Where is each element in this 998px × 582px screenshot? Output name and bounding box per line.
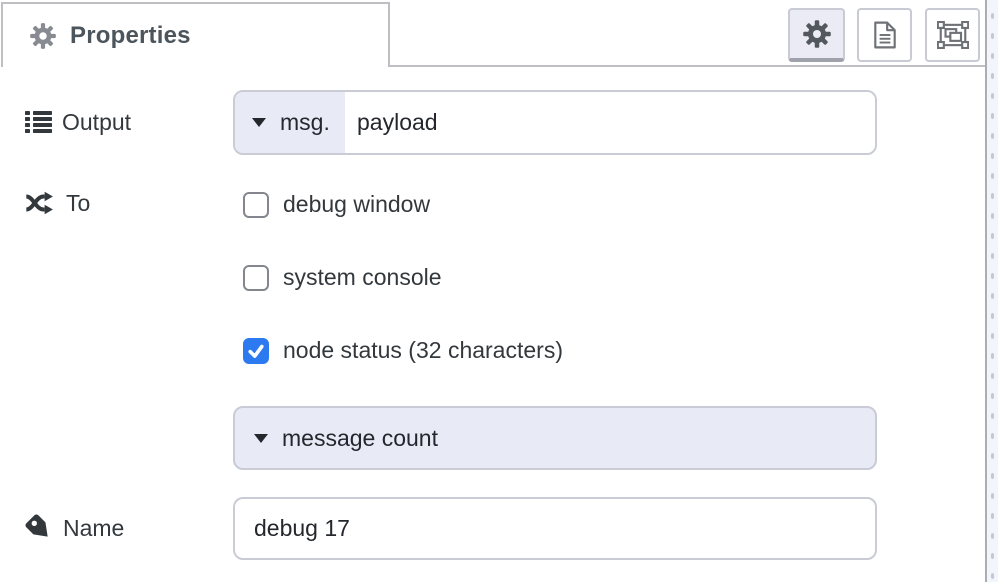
to-label-row: To	[25, 188, 90, 218]
status-type-dropdown[interactable]: message count	[233, 406, 877, 470]
appearance-icon	[936, 21, 969, 49]
tab-underline	[390, 65, 986, 67]
node-status-option[interactable]: node status (32 characters)	[243, 337, 563, 364]
list-icon	[25, 111, 52, 133]
debug-window-option[interactable]: debug window	[243, 191, 430, 218]
property-input[interactable]	[345, 92, 875, 153]
tag-icon	[25, 514, 53, 542]
shuffle-icon	[25, 190, 56, 216]
document-icon	[873, 21, 897, 49]
tab-properties[interactable]: Properties	[1, 2, 390, 67]
output-label: Output	[62, 108, 132, 135]
node-status-checkbox[interactable]	[243, 337, 269, 364]
name-label-row: Name	[25, 513, 124, 543]
workspace-grid-strip	[987, 0, 998, 582]
to-label: To	[66, 189, 91, 216]
panel-right-border	[985, 0, 987, 582]
output-label-row: Output	[25, 107, 131, 137]
node-status-label[interactable]: node status (32 characters)	[283, 337, 563, 363]
chevron-down-icon	[254, 433, 268, 443]
system-console-option[interactable]: system console	[243, 264, 442, 291]
check-icon	[248, 344, 264, 358]
system-console-label[interactable]: system console	[283, 264, 442, 290]
node-properties-button[interactable]	[788, 8, 845, 62]
gear-icon	[802, 19, 832, 49]
output-property-field: msg.	[233, 90, 877, 155]
appearance-button[interactable]	[925, 8, 980, 62]
property-prefix: msg.	[280, 109, 330, 135]
description-button[interactable]	[857, 8, 912, 62]
gear-icon	[29, 22, 57, 50]
name-input[interactable]	[233, 497, 877, 560]
chevron-down-icon	[252, 118, 266, 127]
debug-window-label[interactable]: debug window	[283, 191, 431, 217]
status-type-value: message count	[282, 424, 438, 451]
debug-window-checkbox[interactable]	[243, 191, 269, 218]
name-label: Name	[63, 514, 125, 541]
system-console-checkbox[interactable]	[243, 264, 269, 291]
tab-title: Properties	[70, 21, 191, 49]
property-type-select[interactable]: msg.	[235, 92, 345, 153]
